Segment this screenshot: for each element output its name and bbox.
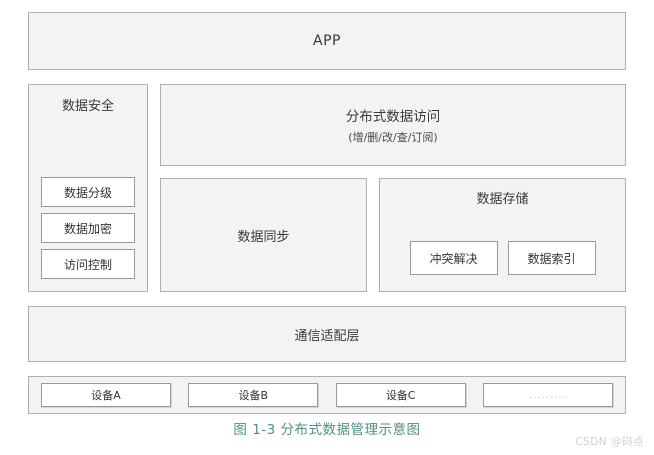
distributed-data-access-subtitle: (增/删/改/查/订阅) <box>348 131 438 144</box>
storage-item-label: 冲突解决 <box>429 251 478 266</box>
device-item-label: 设备A <box>91 389 121 402</box>
security-item-data-encryption[interactable]: 数据加密 <box>41 213 135 243</box>
data-storage-panel: 数据存储 冲突解决 数据索引 <box>379 178 626 292</box>
device-item-b[interactable]: 设备B <box>188 383 319 407</box>
device-item-more[interactable]: ......... <box>482 383 613 407</box>
figure-caption: 图 1-3 分布式数据管理示意图 <box>233 422 421 438</box>
security-item-data-classification[interactable]: 数据分级 <box>41 177 135 207</box>
security-item-label: 数据加密 <box>63 221 112 236</box>
storage-item-label: 数据索引 <box>527 251 576 266</box>
data-sync-label: 数据同步 <box>237 229 290 245</box>
data-storage-items: 冲突解决 数据索引 <box>409 241 596 275</box>
device-item-label: ......... <box>529 389 567 401</box>
distributed-data-access-box: 分布式数据访问 (增/删/改/查/订阅) <box>160 84 626 166</box>
app-layer-label: APP <box>313 33 341 49</box>
device-item-c[interactable]: 设备C <box>335 383 466 407</box>
device-item-label: 设备C <box>385 389 416 402</box>
sync-storage-row: 数据同步 数据存储 冲突解决 数据索引 <box>160 178 626 292</box>
device-item-label: 设备B <box>238 389 269 402</box>
data-security-title: 数据安全 <box>61 99 114 114</box>
data-security-panel: 数据安全 数据分级 数据加密 访问控制 <box>28 84 148 292</box>
storage-item-data-index[interactable]: 数据索引 <box>507 241 596 275</box>
csdn-watermark: CSDN @码点 <box>575 436 644 448</box>
device-layer-band: 设备A 设备B 设备C ......... <box>28 376 626 414</box>
distributed-data-access-title: 分布式数据访问 <box>345 109 441 125</box>
security-item-access-control[interactable]: 访问控制 <box>41 249 135 279</box>
communication-adaptation-layer-box: 通信适配层 <box>28 306 626 362</box>
security-item-label: 数据分级 <box>63 185 112 200</box>
security-item-label: 访问控制 <box>63 257 112 272</box>
communication-adaptation-layer-label: 通信适配层 <box>294 328 360 344</box>
middle-right-column: 分布式数据访问 (增/删/改/查/订阅) 数据同步 数据存储 冲突解决 数据索引 <box>160 84 626 292</box>
data-sync-box: 数据同步 <box>160 178 367 292</box>
architecture-diagram: APP 数据安全 数据分级 数据加密 访问控制 分布式数据访问 (增/删/改/查… <box>28 12 626 414</box>
storage-item-conflict-resolution[interactable]: 冲突解决 <box>409 241 498 275</box>
device-item-a[interactable]: 设备A <box>41 383 171 407</box>
data-storage-title: 数据存储 <box>476 192 529 207</box>
middle-band: 数据安全 数据分级 数据加密 访问控制 分布式数据访问 (增/删/改/查/订阅)… <box>28 84 626 292</box>
app-layer-box: APP <box>28 12 626 70</box>
